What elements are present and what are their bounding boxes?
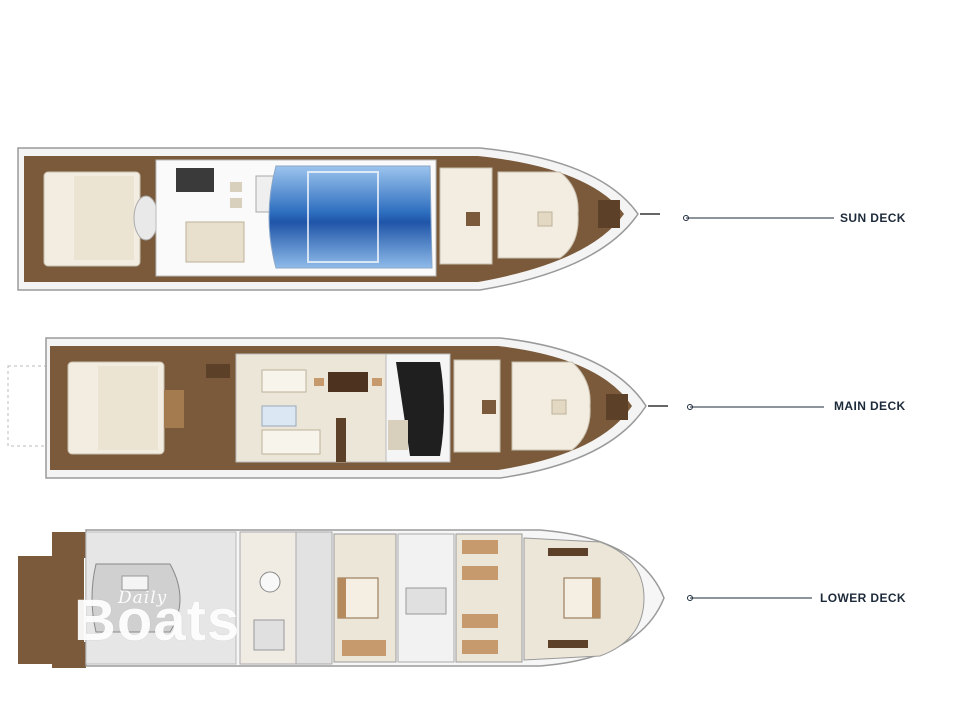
sun-deck-bar-unit — [176, 168, 214, 192]
lower-deck-label: LOWER DECK — [820, 591, 906, 605]
main-deck-swim-platform — [7, 365, 47, 447]
lower-deck-plan — [18, 529, 812, 668]
sun-deck-plan — [17, 147, 834, 291]
watermark-daily: Daily — [118, 588, 168, 608]
lower-deck-tender — [91, 563, 181, 633]
sun-deck-fore-sunpad-1 — [439, 167, 493, 265]
main-deck-fore-sunpad-2 — [511, 361, 591, 451]
main-deck-plan — [7, 337, 824, 479]
sun-deck-glass-roof — [268, 165, 433, 269]
main-deck-dining-table — [328, 372, 368, 392]
main-deck-aft-table — [164, 390, 184, 428]
sun-deck-label: SUN DECK — [840, 211, 906, 225]
lower-deck-engine-room — [295, 531, 333, 665]
main-deck-label: MAIN DECK — [834, 399, 906, 413]
sun-deck-table — [185, 221, 245, 263]
sun-deck-helm-seat — [133, 195, 159, 241]
watermark-boats: Boats — [74, 588, 241, 653]
main-deck-sofa — [261, 369, 307, 393]
